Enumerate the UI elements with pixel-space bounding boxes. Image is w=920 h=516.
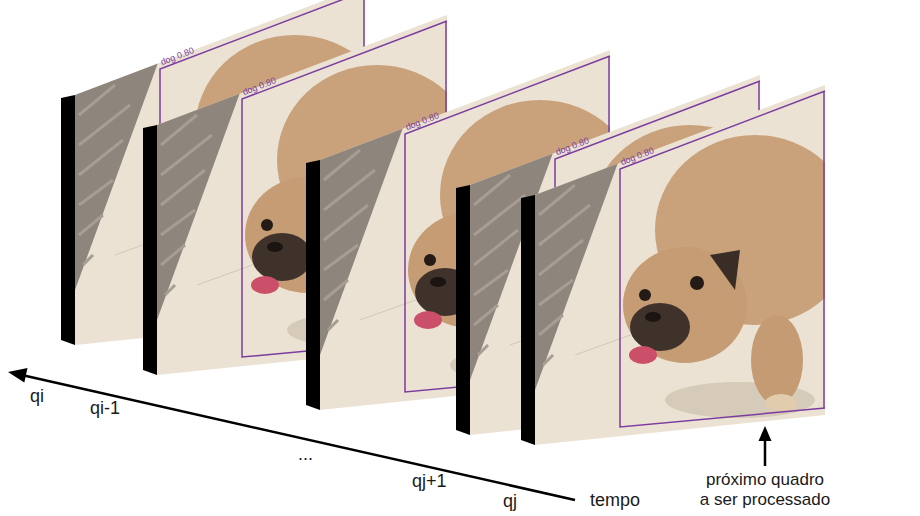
frame-index: qj xyxy=(503,491,517,511)
pointer-arrowhead xyxy=(759,426,772,441)
time-arrowhead xyxy=(8,368,28,383)
pointer-arrow xyxy=(764,438,767,466)
axis-label: tempo xyxy=(590,490,640,510)
frame-index: qi-1 xyxy=(90,398,120,418)
pointer-note: próximo quadro a ser processado xyxy=(685,470,845,510)
frame-index: qj+1 xyxy=(412,471,447,491)
frame-index: qi xyxy=(30,386,44,406)
ellipsis: ... xyxy=(298,444,313,464)
video-frame xyxy=(521,75,855,455)
time-axis xyxy=(24,376,575,501)
